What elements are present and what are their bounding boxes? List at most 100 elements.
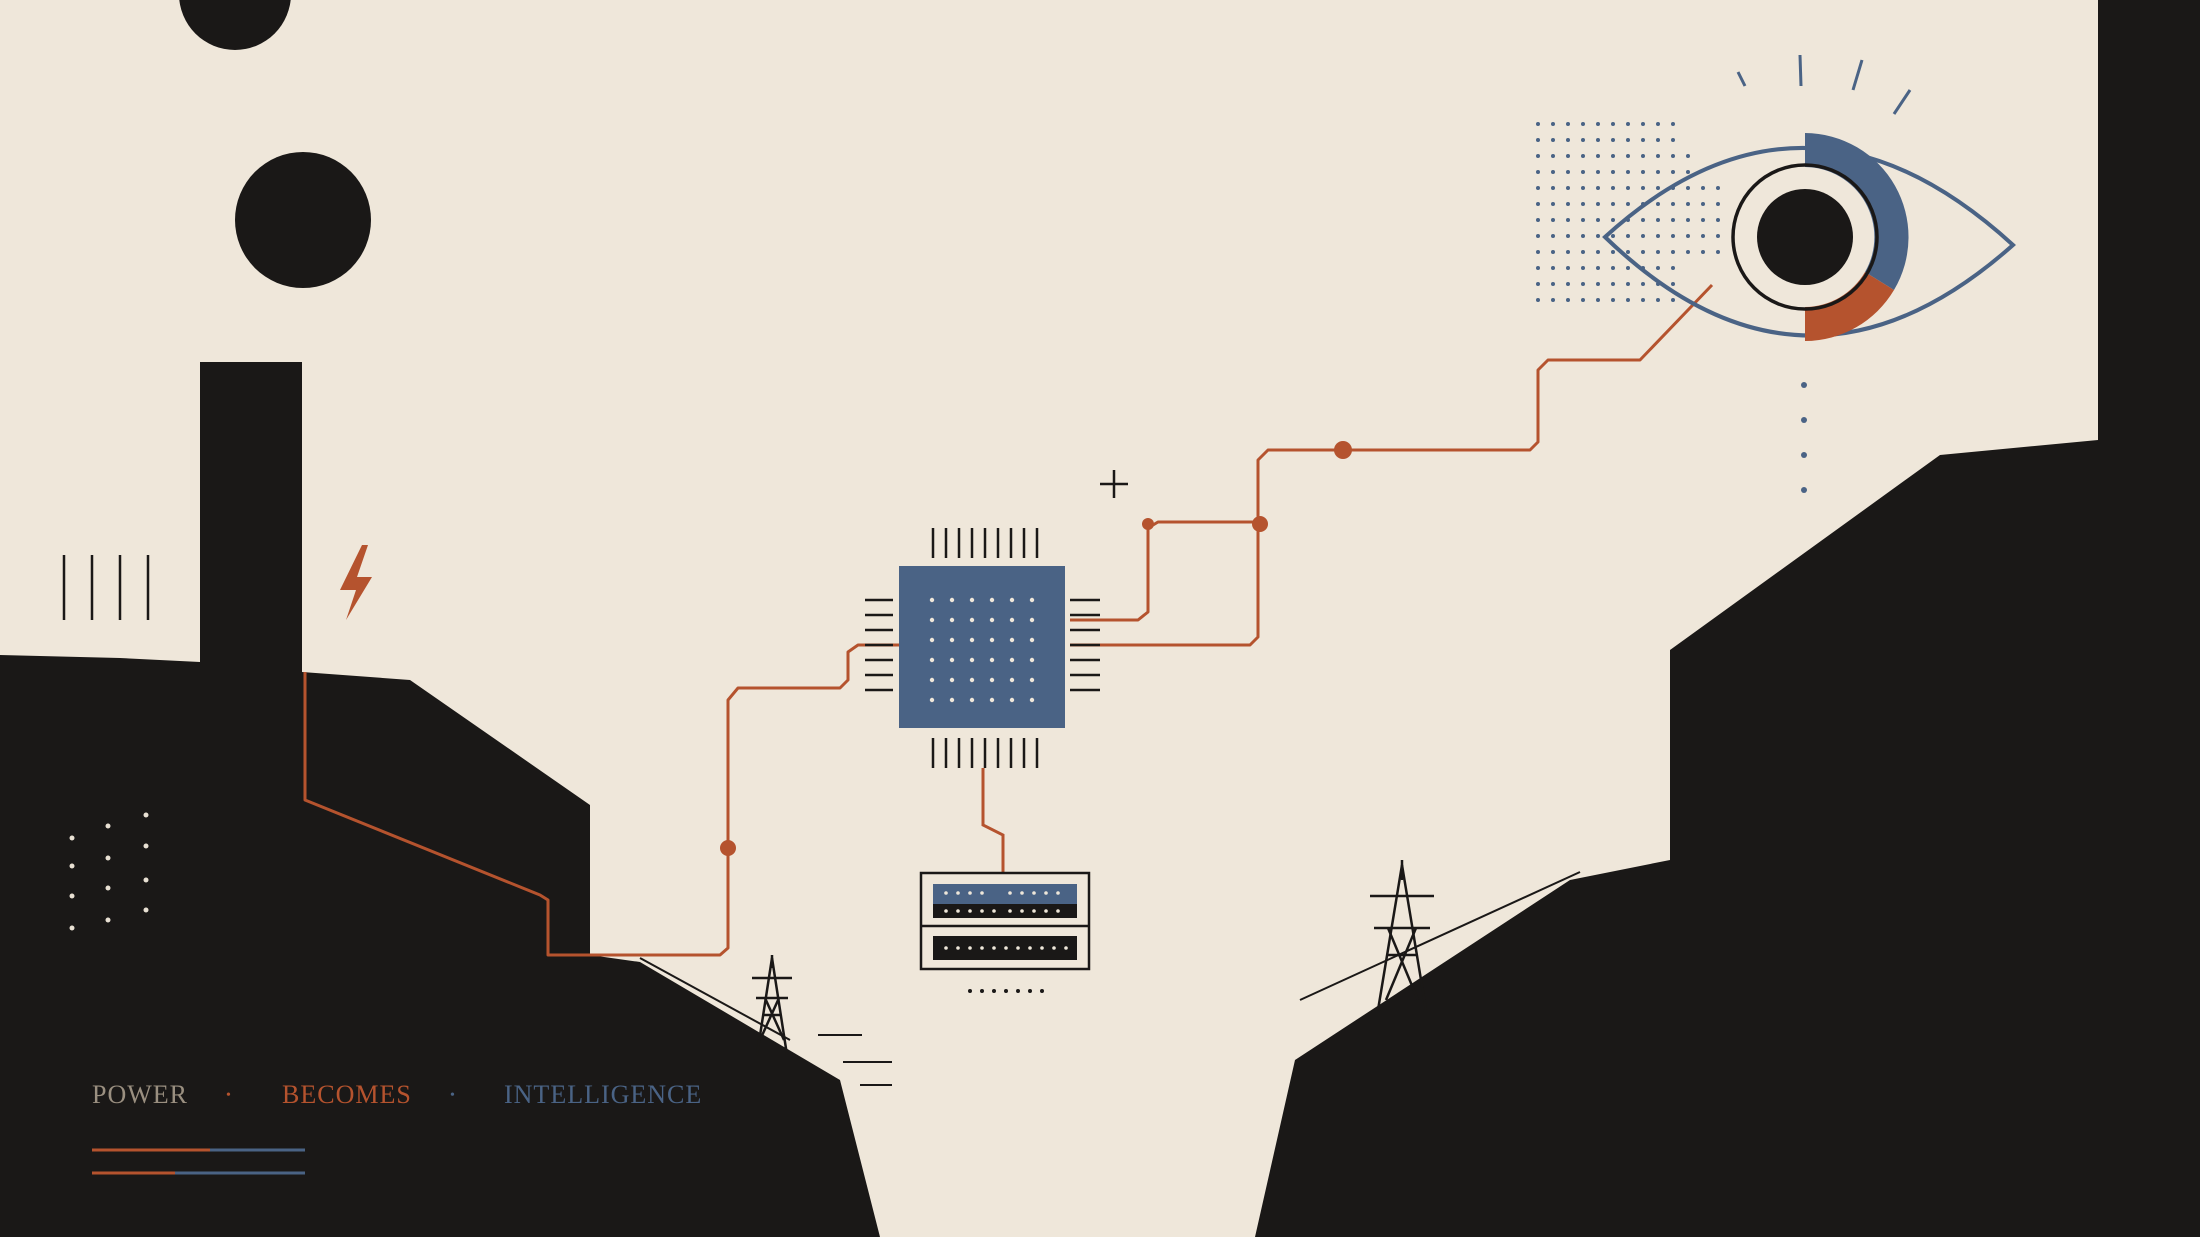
server-rack-icon: [919, 871, 1091, 993]
microchip-icon: [865, 528, 1100, 768]
halftone-dot: [1596, 266, 1600, 270]
halftone-dot: [1656, 138, 1660, 142]
halftone-dot: [1566, 282, 1570, 286]
halftone-dot: [1551, 186, 1555, 190]
halftone-dot: [1551, 282, 1555, 286]
halftone-dot: [1641, 218, 1645, 222]
power-pylon-icon: [752, 955, 792, 1056]
halftone-dot: [1536, 234, 1540, 238]
halftone-dot: [1551, 122, 1555, 126]
right-cliff: [1255, 0, 2200, 1237]
halftone-dot: [1596, 282, 1600, 286]
halftone-dot: [1596, 186, 1600, 190]
halftone-dot: [1581, 186, 1585, 190]
halftone-dot: [1626, 282, 1630, 286]
halftone-dot: [1656, 170, 1660, 174]
halftone-dot: [1701, 250, 1705, 254]
halftone-dot: [1536, 122, 1540, 126]
halftone-dot: [1611, 218, 1615, 222]
halftone-dot: [1596, 218, 1600, 222]
halftone-dot: [1671, 202, 1675, 206]
halftone-dot: [1536, 186, 1540, 190]
halftone-dot: [1611, 170, 1615, 174]
halftone-dot: [1566, 154, 1570, 158]
halftone-dot: [1686, 170, 1690, 174]
halftone-dot: [1596, 202, 1600, 206]
circuit-wire: [303, 283, 1714, 957]
halftone-dot: [1566, 186, 1570, 190]
halftone-dot: [1611, 154, 1615, 158]
halftone-dot: [1716, 234, 1720, 238]
tagline-word-power: POWER: [92, 1080, 188, 1109]
halftone-dot: [1656, 122, 1660, 126]
halftone-dot: [1626, 266, 1630, 270]
halftone-dot: [1671, 266, 1675, 270]
halftone-dot: [1581, 170, 1585, 174]
halftone-dot: [1551, 234, 1555, 238]
cable-lines: [639, 871, 1581, 1041]
smoke-puff-icon: [179, 0, 291, 50]
halftone-dot: [1671, 138, 1675, 142]
halftone-dot: [1551, 170, 1555, 174]
halftone-dot: [1686, 186, 1690, 190]
eye-icon: [1602, 54, 2016, 493]
halftone-dot: [1611, 282, 1615, 286]
halftone-dot: [1536, 154, 1540, 158]
halftone-dot: [1656, 202, 1660, 206]
halftone-dot: [1611, 266, 1615, 270]
halftone-dot: [1596, 234, 1600, 238]
tagline-underline: [92, 1148, 305, 1175]
halftone-dot: [1596, 154, 1600, 158]
halftone-dot: [1716, 218, 1720, 222]
halftone-dot: [1611, 202, 1615, 206]
tagline-separator: •: [226, 1088, 232, 1103]
halftone-dot: [1671, 218, 1675, 222]
halftone-dot: [1686, 154, 1690, 158]
halftone-dot: [1701, 234, 1705, 238]
halftone-dot: [1536, 170, 1540, 174]
halftone-dot: [1566, 122, 1570, 126]
halftone-dot: [1596, 298, 1600, 302]
server-wire: [981, 768, 1005, 873]
halftone-dot: [1596, 250, 1600, 254]
plus-icon: [1100, 470, 1128, 498]
lightning-bolt-icon: [340, 545, 372, 620]
halftone-dot: [1626, 138, 1630, 142]
tagline-separator: •: [450, 1088, 456, 1103]
halftone-dot: [1551, 154, 1555, 158]
halftone-dot: [1671, 170, 1675, 174]
halftone-dot: [1626, 234, 1630, 238]
halftone-dot: [1596, 170, 1600, 174]
halftone-dot: [1686, 202, 1690, 206]
halftone-dot: [1536, 202, 1540, 206]
halftone-dot: [1581, 266, 1585, 270]
halftone-dot: [1581, 282, 1585, 286]
cliff-dots: [69, 812, 149, 931]
halftone-dot: [1566, 234, 1570, 238]
halftone-dot: [1581, 122, 1585, 126]
halftone-dot: [1671, 250, 1675, 254]
halftone-dot: [1671, 298, 1675, 302]
tagline-word-becomes: BECOMES: [282, 1080, 412, 1109]
halftone-dot: [1536, 138, 1540, 142]
halftone-dot: [1551, 138, 1555, 142]
halftone-dot: [1641, 234, 1645, 238]
halftone-dot: [1656, 266, 1660, 270]
halftone-dot: [1626, 122, 1630, 126]
halftone-dot: [1701, 202, 1705, 206]
halftone-dot: [1536, 218, 1540, 222]
halftone-dot: [1611, 122, 1615, 126]
halftone-dot: [1551, 218, 1555, 222]
halftone-dot: [1701, 218, 1705, 222]
sun-icon: [235, 152, 371, 288]
halftone-dot: [1671, 122, 1675, 126]
halftone-dot: [1596, 138, 1600, 142]
halftone-dot: [1656, 298, 1660, 302]
halftone-dot: [1581, 218, 1585, 222]
power-pylon-icon: [1370, 860, 1434, 1011]
halftone-dot: [1656, 234, 1660, 238]
halftone-dot: [1566, 266, 1570, 270]
halftone-dot: [1581, 154, 1585, 158]
dot-grid: [1536, 122, 1720, 302]
hatch-lines: [62, 555, 150, 620]
